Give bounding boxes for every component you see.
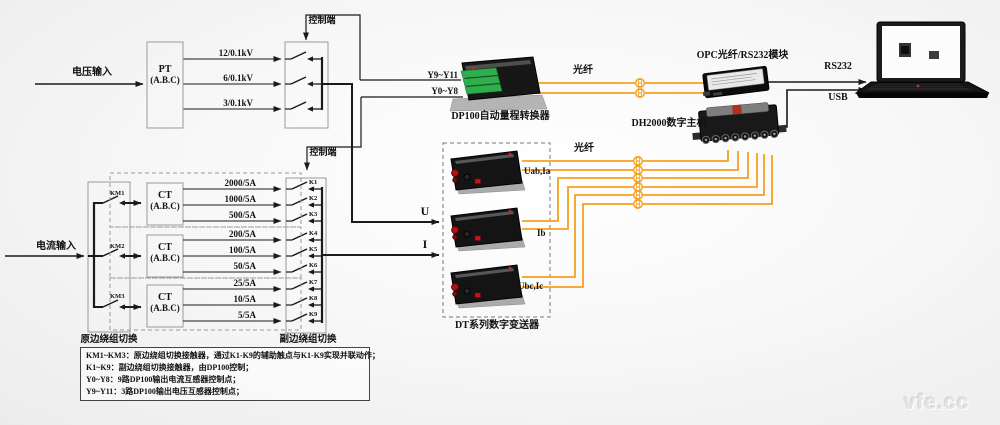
laptop <box>854 21 990 98</box>
watermark: vfe.cc <box>904 391 970 414</box>
dt-output-ib: Ib <box>537 228 546 238</box>
k-contactor-label-7: K8 <box>309 295 318 302</box>
voltage-input-label: 电压输入 <box>72 67 112 78</box>
u-signal-label: U <box>420 204 430 218</box>
k-contactor-label-3: K4 <box>309 230 318 237</box>
ct-tap-label-3: 200/5A <box>229 228 256 239</box>
ct-box-name-0: CT <box>158 190 172 201</box>
k-contactor-label-8: K9 <box>309 311 318 318</box>
ct-box-phases-1: (A.B.C) <box>150 253 180 263</box>
dt-output-uab-ia: Uab,Ia <box>524 166 551 176</box>
k-contactor-label-6: K7 <box>309 279 318 286</box>
dt-transmitter-2 <box>450 207 526 252</box>
ct-tap-label-4: 100/5A <box>229 244 256 255</box>
ct-box-name-1: CT <box>158 242 172 253</box>
ct-tap-label-0: 2000/5A <box>224 177 257 188</box>
pt-tap-label-0: 12/0.1kV <box>218 47 253 58</box>
dt-transmitter-3 <box>450 264 526 309</box>
pt-box-phases: (A.B.C) <box>150 75 180 85</box>
dt-output-ubc-ic: Ubc,Ic <box>518 281 544 291</box>
ct-tap-label-5: 50/5A <box>233 260 257 271</box>
km-contactor-label-1: KM2 <box>110 243 125 250</box>
km-contactor-label-2: KM3 <box>110 293 125 300</box>
legend-line-y9: Y9~Y11：3路DP100输出电压互感器控制点； <box>86 387 244 396</box>
dt-series-label: DT系列数字变送器 <box>455 320 539 331</box>
k-contactor-label-2: K3 <box>309 211 318 218</box>
fiber-label-mid: 光纤 <box>574 143 594 154</box>
rs232-link-label: RS232 <box>824 61 852 72</box>
legend-line-k: K1~K9：副边绕组切换接触器，由DP100控制； <box>86 363 254 372</box>
dp100-device-label: DP100自动量程转换器 <box>451 111 550 122</box>
ct-tap-label-1: 1000/5A <box>224 193 257 204</box>
primary-switch-label: 原边绕组切换 <box>80 335 138 345</box>
k-contactor-label-5: K6 <box>309 262 318 269</box>
ct-tap-label-7: 10/5A <box>233 293 257 304</box>
pt-tap-label-2: 3/0.1kV <box>223 97 253 108</box>
control-terminal-mid: 控制端 <box>309 147 337 157</box>
fiber-label-top: 光纤 <box>573 65 593 76</box>
ct-tap-label-2: 500/5A <box>229 209 256 220</box>
k-contactor-label-4: K5 <box>309 246 318 253</box>
opc-module-device <box>702 65 770 99</box>
dt-transmitter-1 <box>450 150 526 195</box>
ct-tap-label-6: 25/5A <box>233 277 257 288</box>
dp100-device <box>449 56 548 112</box>
current-input-label: 电流输入 <box>36 241 76 252</box>
pt-tap-label-1: 6/0.1kV <box>223 72 253 83</box>
dp100-yhi-label: Y9~Y11 <box>427 70 458 80</box>
ct-tap-label-8: 5/5A <box>238 309 256 320</box>
ct-box-phases-2: (A.B.C) <box>150 303 180 313</box>
i-signal-label: I <box>422 237 428 251</box>
dp100-ylo-label: Y0~Y8 <box>431 86 458 96</box>
legend-box: KM1~KM3：原边绕组切换接触器，通过K1-K9的辅助触点与K1-K9实现并联… <box>80 347 380 401</box>
pt-box-name: PT <box>158 64 172 75</box>
dh2000-device <box>692 102 787 145</box>
control-terminal-top: 控制端 <box>308 15 336 25</box>
km-contactor-label-0: KM1 <box>110 190 125 197</box>
legend-line-km: KM1~KM3：原边绕组切换接触器，通过K1-K9的辅助触点与K1-K9实现并联… <box>86 351 380 360</box>
dh2000-device-label: DH2000数字主机 <box>631 118 707 129</box>
k-contactor-label-1: K2 <box>309 195 318 202</box>
opc-module-label: OPC光纤/RS232模块 <box>696 50 789 61</box>
ct-box-name-2: CT <box>158 292 172 303</box>
ct-box-phases-0: (A.B.C) <box>150 201 180 211</box>
k-contactor-label-0: K1 <box>309 179 318 186</box>
secondary-switch-label: 副边绕组切换 <box>279 335 337 345</box>
legend-line-y0: Y0~Y8：9路DP100输出电流互感器控制点； <box>86 375 241 384</box>
usb-link-label: USB <box>828 92 848 103</box>
